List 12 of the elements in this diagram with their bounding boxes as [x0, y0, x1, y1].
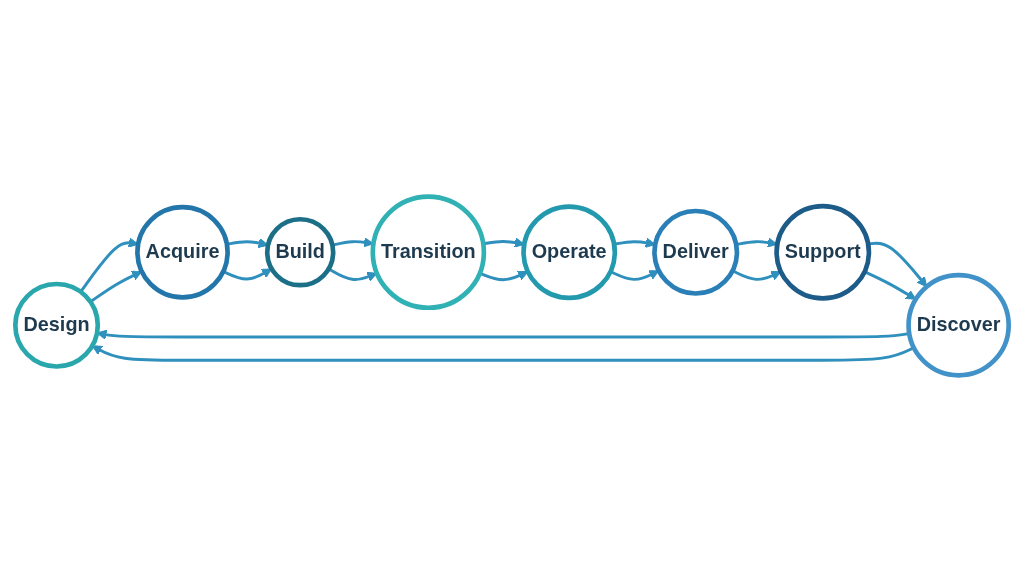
node-circle: Operate [521, 204, 618, 301]
node-circle: Build [264, 216, 336, 288]
arrow [222, 268, 273, 281]
arrow [864, 270, 917, 300]
node-circle: Discover [906, 272, 1011, 378]
node-circle: Transition [370, 194, 487, 311]
arrow [89, 270, 143, 303]
node-circle: Acquire [135, 204, 230, 300]
node-circle: Design [13, 281, 101, 369]
node-circle: Support [774, 203, 872, 301]
node-circle: Deliver [652, 208, 740, 296]
arrow [479, 270, 529, 282]
